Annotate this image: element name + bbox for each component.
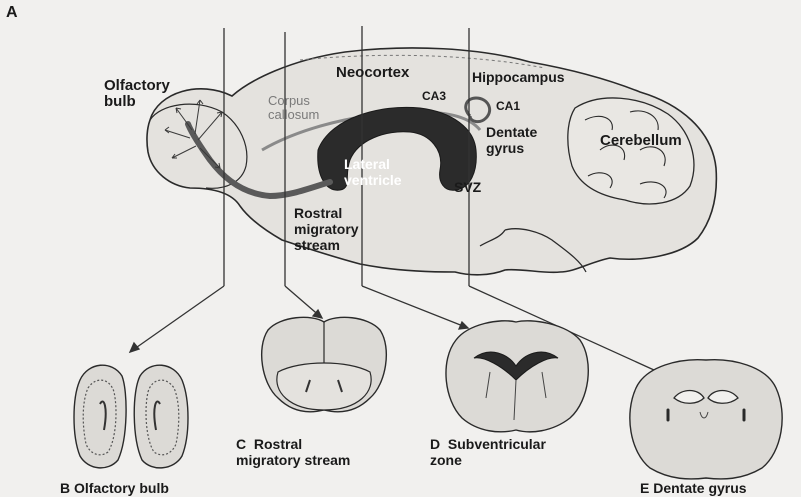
neocortex-label: Neocortex	[336, 65, 409, 81]
panel-b-caption: B Olfactory bulb	[60, 480, 169, 496]
svz-label: SVZ	[454, 179, 481, 195]
panel-e-caption: E Dentate gyrus	[640, 480, 747, 496]
ca3-label: CA3	[422, 88, 446, 104]
rostral-migratory-stream-label: Rostral migratory stream	[294, 205, 359, 253]
panel-d-caption: D Subventricular zone	[430, 436, 546, 468]
panel-e-section	[630, 360, 782, 479]
lateral-ventricle-label: Lateral ventricle	[344, 156, 402, 188]
sagittal-brain	[147, 48, 716, 275]
cerebellum-label: Cerebellum	[600, 133, 682, 149]
panel-d-section	[446, 321, 588, 432]
panel-c-caption: C Rostral migratory stream	[236, 436, 350, 468]
dentate-gyrus-label: Dentate gyrus	[486, 124, 537, 156]
panel-c-section	[262, 317, 387, 411]
ca1-label: CA1	[496, 98, 520, 114]
panel-b-section	[74, 365, 188, 468]
section-arrows	[130, 286, 676, 380]
olfactory-bulb-label: Olfactory bulb	[104, 78, 170, 110]
corpus-callosum-label: Corpus callosum	[268, 94, 319, 122]
hippocampus-label: Hippocampus	[472, 69, 565, 85]
panel-letter: A	[6, 5, 18, 21]
